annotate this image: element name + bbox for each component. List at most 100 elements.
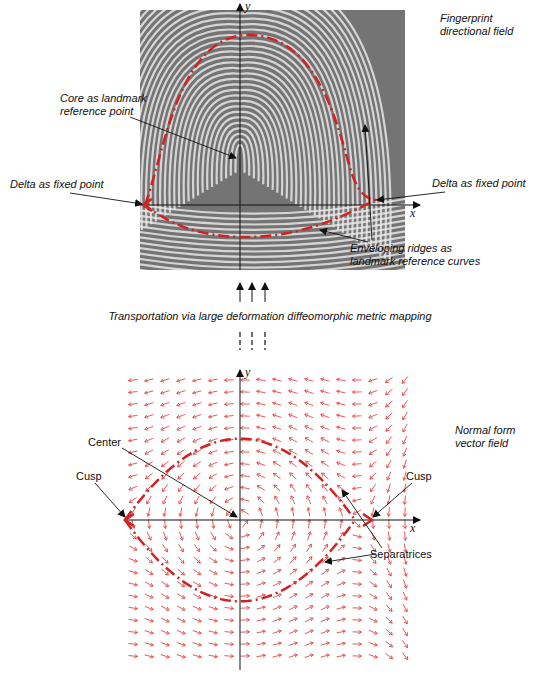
field-arrow — [369, 581, 376, 586]
field-arrow-head — [306, 484, 309, 487]
field-arrow-head — [323, 508, 327, 511]
field-arrow-head — [291, 496, 294, 500]
field-arrow-head — [277, 557, 281, 560]
field-arrow — [193, 606, 201, 609]
field-arrow — [273, 594, 281, 598]
field-arrow — [403, 424, 407, 432]
field-arrow-head — [246, 534, 249, 538]
field-arrow — [257, 439, 266, 441]
field-arrow — [147, 496, 152, 504]
field-arrow — [145, 403, 154, 406]
field-arrow — [275, 532, 279, 540]
field-arrow — [194, 544, 199, 551]
field-arrow-head — [177, 427, 181, 430]
field-arrow-head — [209, 379, 212, 383]
field-arrow — [241, 535, 250, 538]
field-arrow — [193, 426, 201, 429]
field-arrow-head — [214, 619, 217, 623]
field-arrow-head — [389, 608, 392, 612]
field-arrow-head — [182, 607, 186, 610]
field-arrow-head — [166, 643, 170, 646]
field-arrow-head — [214, 583, 218, 586]
field-arrow — [369, 606, 377, 610]
field-arrow-head — [229, 535, 233, 538]
field-arrow-head — [241, 426, 244, 430]
field-arrow-head — [213, 559, 217, 562]
leader-line — [122, 448, 237, 517]
field-arrow — [353, 571, 362, 573]
field-arrow-head — [230, 606, 233, 610]
field-arrow — [257, 583, 266, 586]
field-arrow-head — [369, 427, 372, 430]
axis-label: y — [245, 366, 250, 379]
field-arrow-head — [403, 465, 407, 468]
field-arrow-head — [358, 535, 361, 539]
field-arrow-head — [149, 571, 153, 574]
field-arrow — [129, 463, 138, 465]
field-arrow — [177, 643, 185, 646]
field-arrow-head — [326, 654, 329, 657]
field-arrow-head — [230, 594, 233, 598]
field-arrow — [321, 461, 328, 466]
field-arrow-head — [179, 501, 182, 505]
field-arrow — [402, 652, 408, 659]
field-arrow-head — [177, 464, 181, 467]
field-arrow — [161, 606, 169, 610]
field-arrow-head — [225, 487, 229, 490]
field-arrow-head — [214, 643, 217, 647]
field-arrow — [257, 558, 265, 562]
cusp-mark — [125, 514, 134, 526]
field-arrow — [212, 508, 215, 517]
field-arrow-head — [273, 426, 276, 429]
field-arrow — [145, 426, 153, 429]
field-arrow — [369, 438, 377, 442]
field-arrow — [257, 545, 264, 550]
field-arrow — [161, 594, 169, 598]
field-arrow-head — [326, 642, 329, 646]
field-arrow-head — [257, 486, 261, 489]
field-arrow-head — [373, 572, 376, 575]
field-arrow-head — [211, 513, 215, 516]
field-arrow-head — [337, 485, 340, 488]
field-arrow-head — [358, 630, 361, 634]
field-arrow-head — [163, 501, 166, 505]
field-arrow-head — [292, 532, 295, 535]
field-arrow-head — [404, 609, 407, 613]
field-arrow — [289, 414, 297, 417]
field-arrow — [290, 473, 297, 479]
field-arrow-head — [261, 533, 264, 536]
field-arrow-head — [374, 655, 377, 658]
field-arrow — [403, 448, 406, 456]
field-arrow-head — [262, 558, 266, 561]
field-arrow-head — [337, 378, 340, 382]
field-arrow-head — [321, 390, 324, 394]
field-arrow — [225, 546, 233, 549]
field-arrow-head — [150, 583, 154, 586]
fingerprint-ridges — [140, 10, 405, 270]
field-arrow-head — [309, 557, 312, 560]
separatrix-curve — [125, 520, 355, 601]
field-arrow-head — [166, 631, 169, 634]
field-arrow — [337, 474, 345, 478]
field-arrow — [290, 484, 295, 491]
field-arrow-head — [129, 427, 132, 431]
field-arrow-head — [177, 439, 181, 442]
callout-label: Core as landmark reference point — [60, 92, 160, 118]
field-arrow — [322, 473, 329, 479]
field-arrow-head — [278, 618, 281, 621]
field-arrow-head — [278, 582, 282, 585]
field-arrow — [275, 496, 280, 504]
field-arrow-head — [241, 498, 244, 502]
field-arrow-head — [389, 644, 393, 647]
field-arrow — [338, 532, 343, 539]
field-arrow-head — [403, 441, 406, 445]
field-arrow-head — [181, 572, 185, 575]
field-arrow-head — [230, 630, 233, 634]
field-arrow-head — [294, 654, 297, 658]
field-arrow — [371, 496, 375, 504]
ridge-line — [140, 19, 353, 239]
field-arrow — [387, 448, 392, 455]
field-arrow-head — [293, 594, 297, 597]
field-arrow — [273, 582, 281, 586]
field-arrow — [273, 462, 281, 467]
